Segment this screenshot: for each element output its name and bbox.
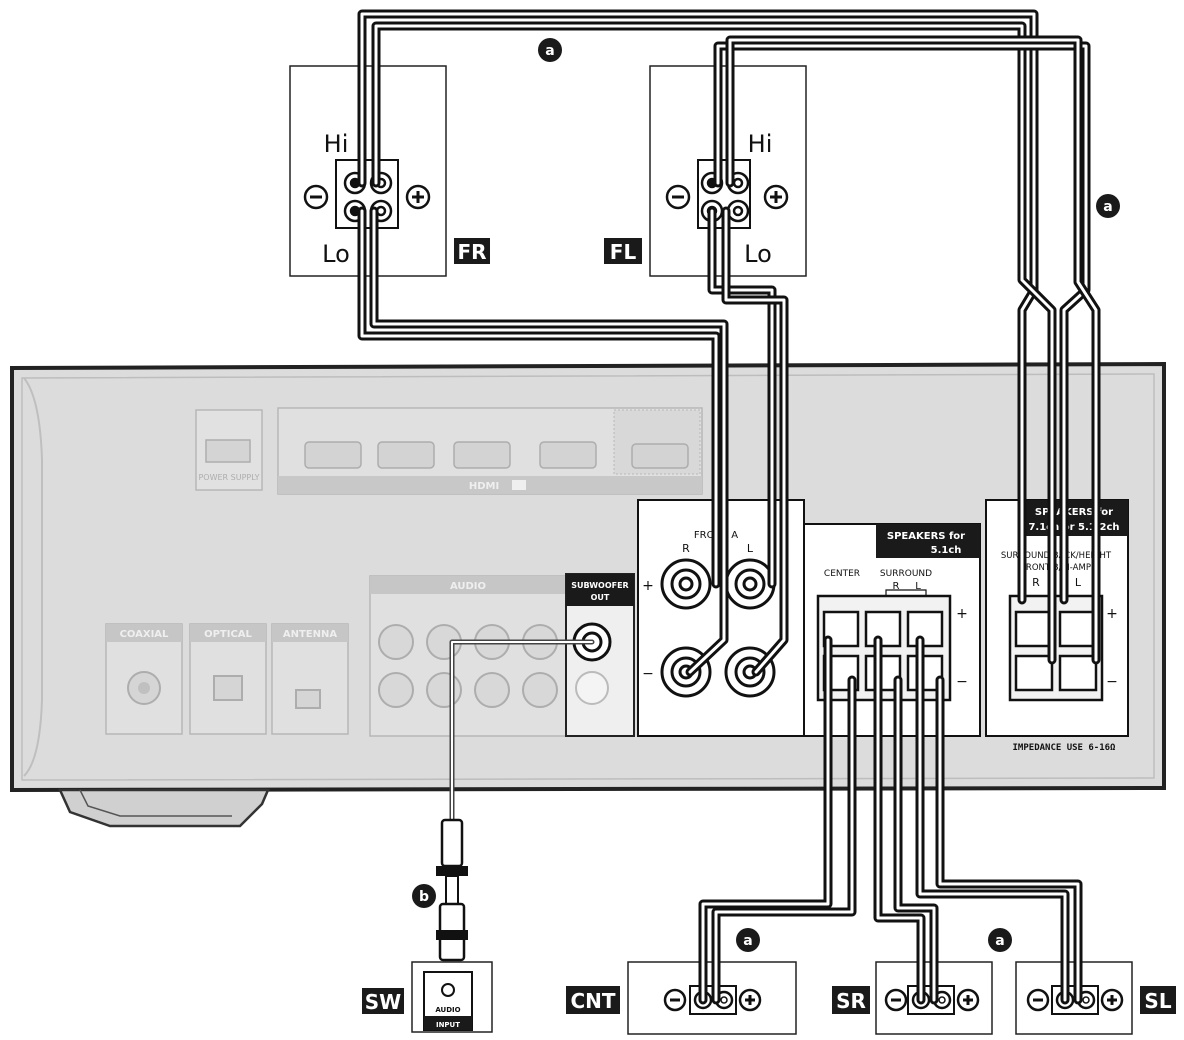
speakers-71-block: SPEAKERS for 7.1ch or 5.1.2ch SURROUND B… — [985, 499, 1129, 753]
speakers-51-label-2: 5.1ch — [931, 545, 962, 556]
spk51-minus-sign: − — [956, 674, 968, 690]
surround-r-plus-terminal[interactable] — [864, 610, 902, 648]
surround-l-plus-terminal[interactable] — [906, 610, 944, 648]
svg-text:a: a — [1103, 199, 1112, 215]
hdmi-block: HDMI — [277, 407, 703, 495]
speaker-sl-tag: SL — [1140, 986, 1176, 1014]
surround-back-r-plus-terminal[interactable] — [1014, 610, 1054, 648]
callout-a-surround: a — [988, 928, 1012, 952]
front-l-label: L — [747, 542, 754, 555]
speakers-71-label-1: SPEAKERS for — [1035, 507, 1113, 518]
speaker-fl-lo-label: Lo — [744, 240, 772, 268]
surround-back-l-label: L — [1075, 576, 1082, 589]
audio-label: AUDIO — [450, 581, 486, 592]
callout-a-right: a — [1096, 194, 1120, 218]
speaker-fr-tag: FR — [454, 238, 490, 264]
cable-fl-hi-surround-back — [713, 35, 1101, 665]
callout-b: b — [412, 884, 436, 908]
surround-back-r-minus-terminal[interactable] — [1014, 654, 1054, 692]
sw-input-label-1: AUDIO — [435, 1006, 460, 1014]
speaker-sw-tag: SW — [362, 988, 404, 1014]
cable-subwoofer — [449, 639, 595, 823]
callout-a-top: a — [538, 38, 562, 62]
surround-back-l-minus-terminal[interactable] — [1058, 654, 1098, 692]
subwoofer-out-block: SUBWOOFER OUT — [565, 573, 635, 737]
usb-label: POWER SUPPLY — [198, 473, 259, 482]
svg-text:FR: FR — [457, 240, 486, 264]
speakers-51-label-1: SPEAKERS for — [887, 531, 965, 542]
cable-fl-lo-front-l — [707, 206, 789, 677]
surround-label: SURROUND — [880, 569, 932, 579]
speaker-fr-hi-label: Hi — [324, 130, 349, 158]
svg-text:a: a — [995, 933, 1004, 949]
surround-back-l-plus-terminal[interactable] — [1058, 610, 1098, 648]
speaker-sw: AUDIO INPUT — [411, 961, 493, 1033]
center-label: CENTER — [824, 569, 860, 579]
front-r-label: R — [682, 542, 690, 555]
speaker-fr-lo-label: Lo — [322, 240, 350, 268]
callout-a-center: a — [736, 928, 760, 952]
front-minus-sign: − — [642, 666, 654, 682]
optical-label: OPTICAL — [204, 629, 252, 640]
hdmi-label: HDMI — [469, 481, 499, 492]
speaker-sr-tag: SR — [832, 986, 870, 1014]
svg-text:CNT: CNT — [570, 989, 615, 1013]
spk71-minus-sign: − — [1106, 674, 1118, 690]
coaxial-label: COAXIAL — [120, 629, 169, 640]
svg-text:SL: SL — [1144, 989, 1171, 1013]
surround-l-label: L — [915, 581, 921, 592]
subwoofer-out-label-1: SUBWOOFER — [571, 581, 628, 590]
impedance-label: IMPEDANCE USE 6-16Ω — [1013, 743, 1117, 753]
cable-surround-right — [873, 635, 939, 1005]
antenna-label: ANTENNA — [283, 629, 337, 640]
speaker-cables — [357, 9, 1101, 1005]
center-plus-terminal[interactable] — [822, 610, 860, 648]
speaker-fr: Hi Lo — [289, 65, 447, 277]
speaker-cnt-tag: CNT — [566, 986, 620, 1014]
surround-r-label: R — [893, 581, 900, 592]
speaker-fl-hi-label: Hi — [748, 130, 773, 158]
subwoofer-out-label-2: OUT — [591, 593, 610, 602]
speakers-51-block: SPEAKERS for 5.1ch CENTER SURROUND R L +… — [803, 523, 981, 737]
svg-text:a: a — [743, 933, 752, 949]
sw-input-label-2: INPUT — [436, 1021, 460, 1029]
speakers-71-label-2: 7.1ch or 5.1.2ch — [1028, 522, 1119, 533]
svg-text:SW: SW — [365, 990, 401, 1014]
front-plus-sign: + — [642, 578, 654, 594]
svg-text:a: a — [545, 43, 554, 59]
usb-port-block: POWER SUPPLY — [195, 409, 263, 491]
svg-text:SR: SR — [836, 989, 866, 1013]
svg-text:b: b — [419, 889, 429, 905]
cable-fr-hi-surround-back — [357, 9, 1057, 665]
subwoofer-plug-icon — [436, 818, 468, 962]
cable-center — [698, 635, 857, 1005]
spk71-plus-sign: + — [1106, 606, 1118, 622]
audio-inputs-block: AUDIO — [369, 575, 567, 737]
digital-inputs-block: COAXIAL OPTICAL ANTENNA — [105, 623, 349, 735]
spk51-plus-sign: + — [956, 606, 968, 622]
cable-fr-lo-front-r — [357, 206, 729, 677]
speaker-fl-tag: FL — [604, 238, 642, 264]
cable-surround-left — [915, 635, 1083, 1005]
svg-text:FL: FL — [610, 240, 637, 264]
surround-back-r-label: R — [1032, 576, 1040, 589]
